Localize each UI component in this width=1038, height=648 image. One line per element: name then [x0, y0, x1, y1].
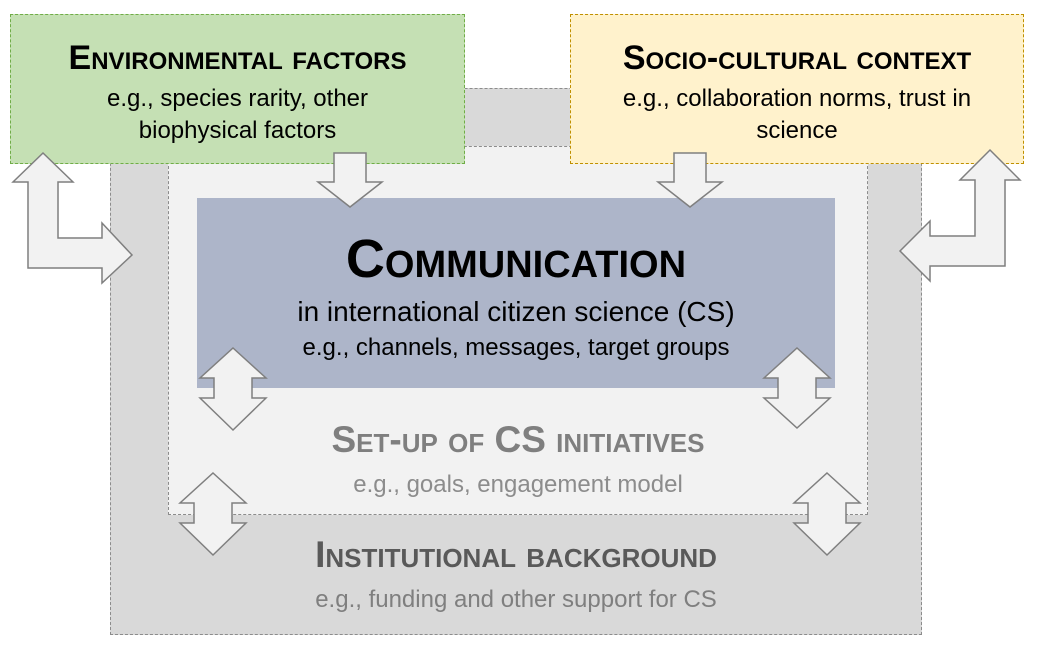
bent-arrow-icon — [898, 148, 1022, 283]
bent-arrow-icon — [11, 151, 134, 285]
double-arrow-icon — [792, 471, 862, 557]
institutional-title: Institutional background — [315, 534, 717, 575]
socio-line2: science — [756, 117, 838, 144]
communication-box: Communication in international citizen s… — [197, 198, 835, 388]
socio-title: Socio-cultural context — [622, 39, 972, 77]
communication-title: Communication — [345, 229, 687, 289]
double-arrow-icon — [178, 471, 248, 557]
environmental-factors-box: Environmental factors e.g., species rari… — [10, 14, 465, 164]
environmental-line1: e.g., species rarity, other — [107, 85, 368, 112]
communication-subtitle: in international citizen science (CS) — [297, 296, 735, 327]
environmental-line2: biophysical factors — [138, 117, 337, 144]
double-arrow-icon — [198, 346, 268, 432]
environmental-title: Environmental factors — [68, 39, 407, 77]
socio-cultural-box: Socio-cultural context e.g., collaborati… — [570, 14, 1024, 164]
institutional-example: e.g., funding and other support for CS — [315, 586, 717, 613]
double-arrow-icon — [762, 346, 832, 430]
down-arrow-icon — [655, 152, 725, 208]
setup-title: Set-up of CS initiatives — [331, 419, 705, 460]
communication-example: e.g., channels, messages, target groups — [302, 334, 730, 361]
socio-line1: e.g., collaboration norms, trust in — [622, 85, 972, 112]
setup-example: e.g., goals, engagement model — [353, 471, 683, 498]
down-arrow-icon — [315, 152, 385, 208]
